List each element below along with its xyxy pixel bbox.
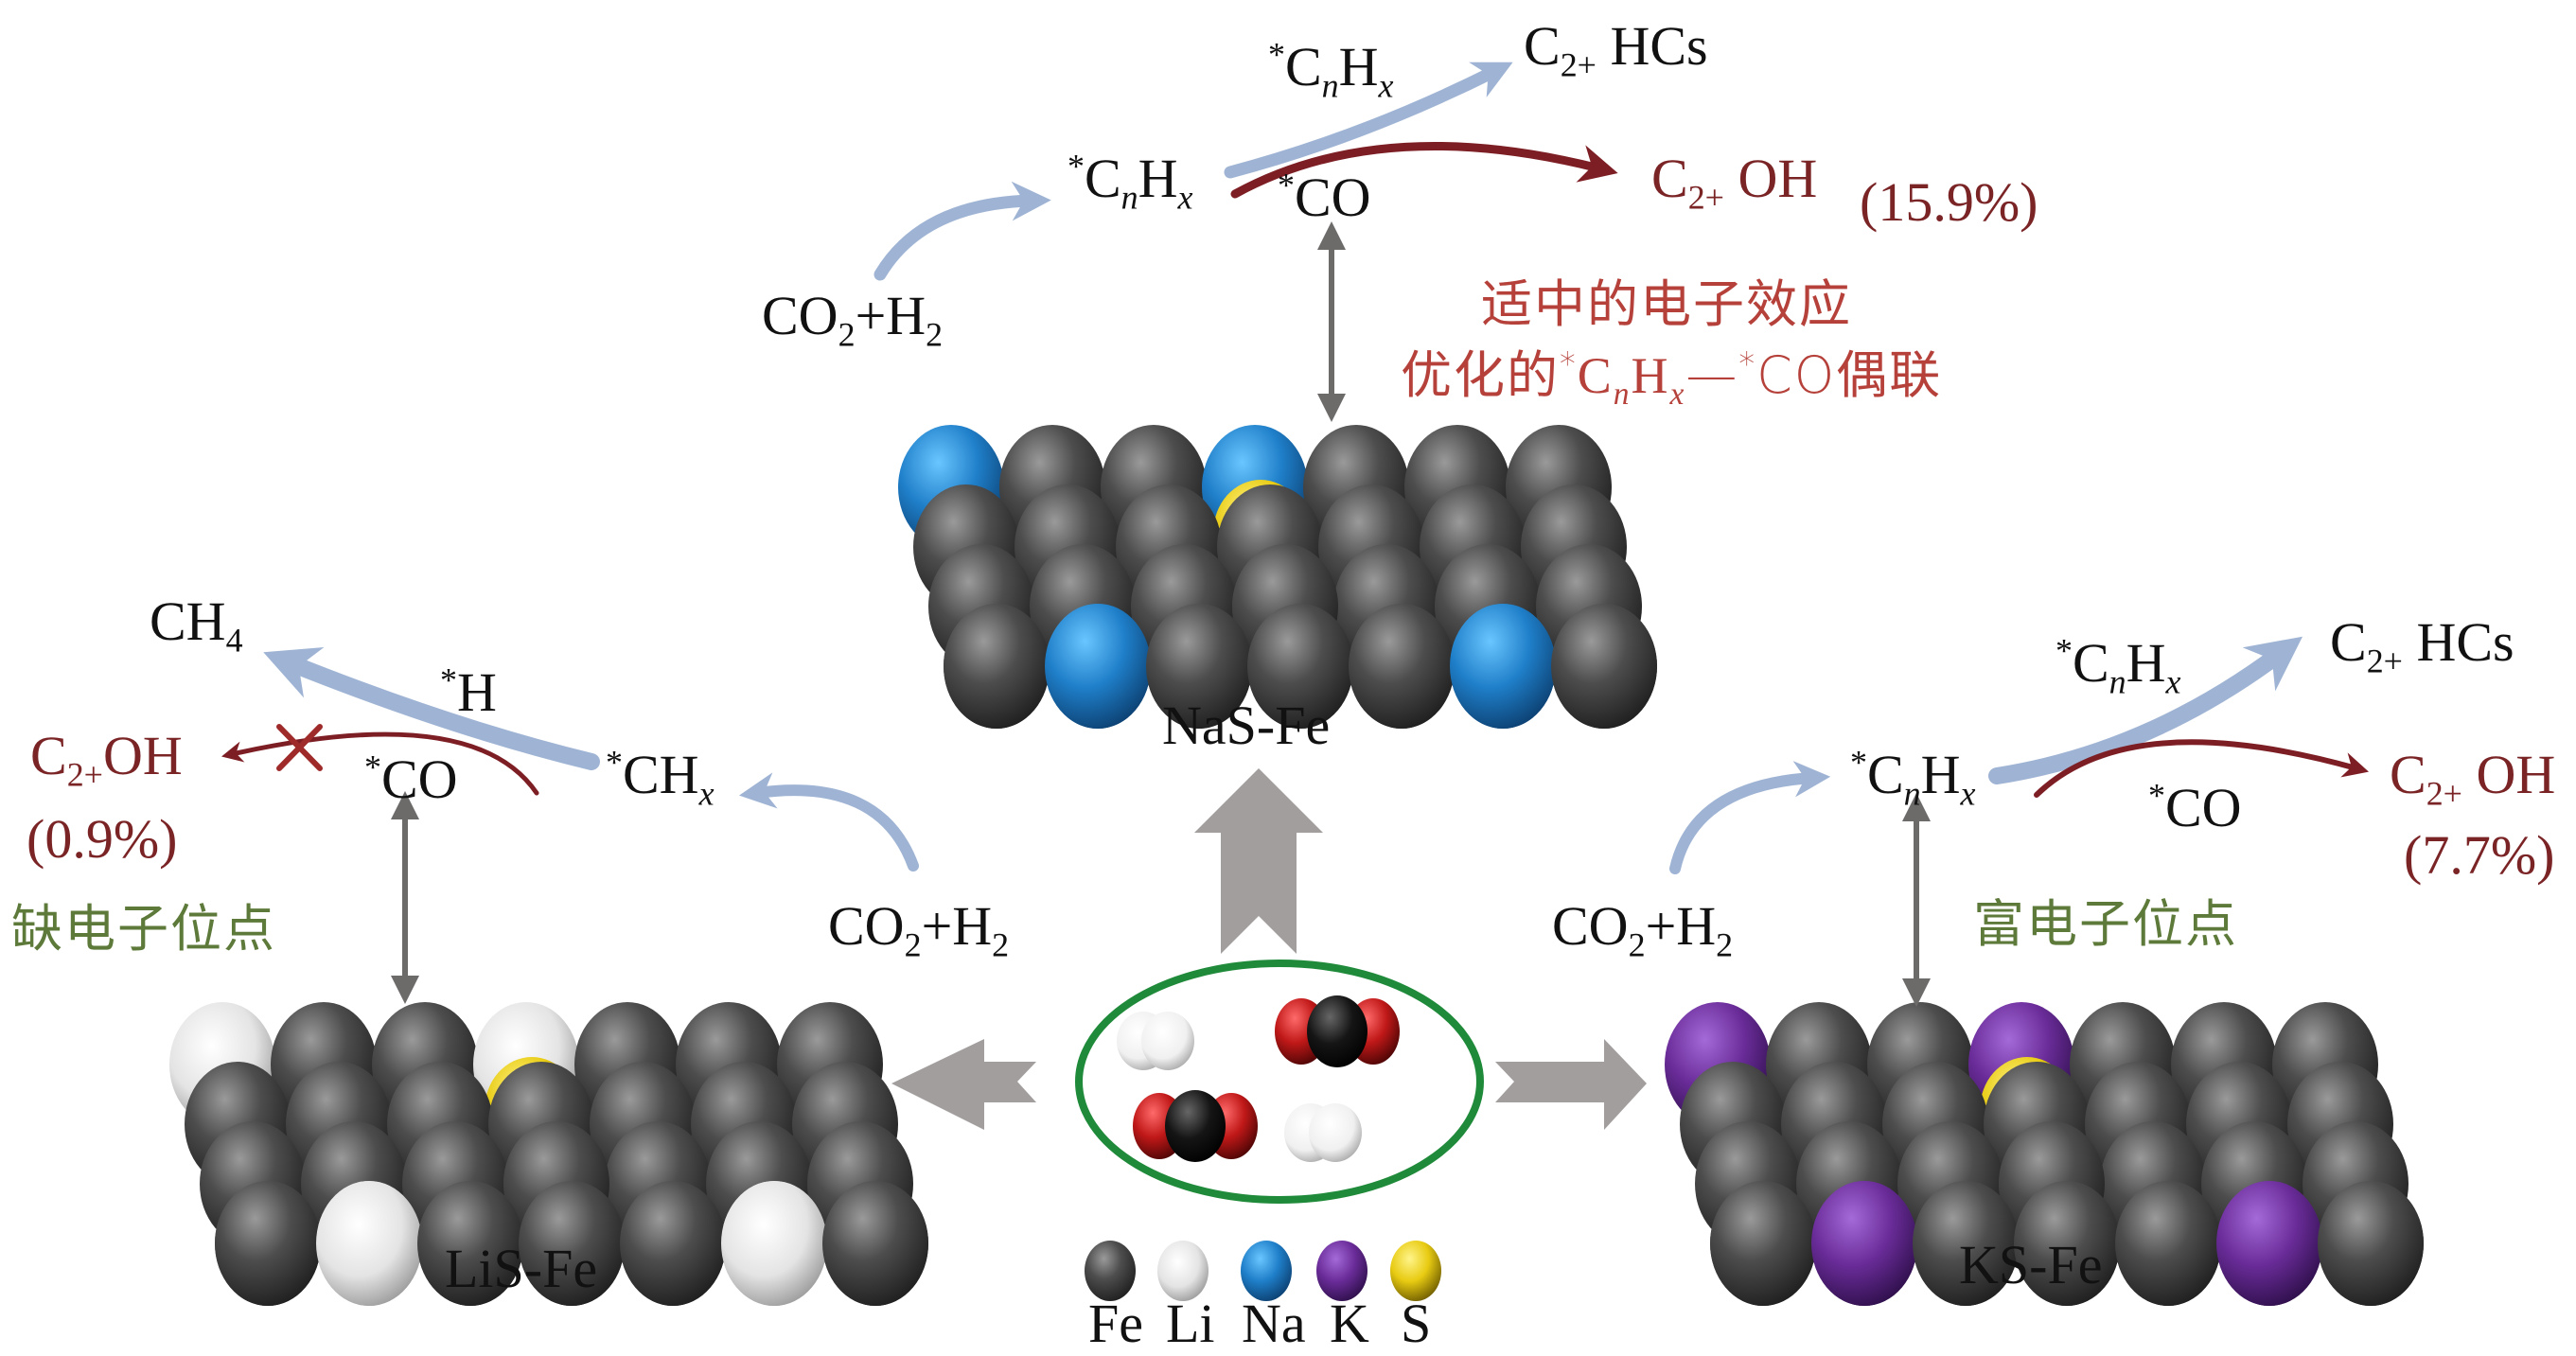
li-atom [721,1181,827,1306]
na-atom [1045,604,1151,729]
h-atom [1309,1103,1362,1162]
lis-arrow-reactant-to-chx [738,772,919,872]
block-arrow-right [1495,1039,1647,1130]
fe-atom [2115,1181,2221,1306]
lis-fe-slab [169,1002,928,1306]
fe-atom [822,1181,928,1306]
nas-arrow-to-oh [1230,142,1618,199]
fe-atom [620,1181,726,1306]
lis-product-ch4: CH4 [150,590,243,660]
element-legend [1085,1241,1441,1301]
k-atom [1811,1181,1917,1306]
ks-reactant-label: CO2+H2 [1552,895,1734,964]
h-atom [1141,1012,1194,1070]
blocked-x-icon [276,724,323,771]
legend-label-li: Li [1166,1293,1215,1354]
fe-atom [519,1181,625,1306]
k-atom [2216,1181,2322,1306]
legend-s-ball [1390,1241,1441,1301]
legend-k-ball [1316,1241,1367,1301]
nas-selectivity: (15.9%) [1860,171,2038,233]
lis-reactant-label: CO2+H2 [828,895,1010,964]
fe-atom [2318,1181,2424,1306]
nas-fe-slab [898,425,1657,729]
lis-co-label: *CO [364,748,458,810]
ks-product-hcs: C2+ HCs [2330,611,2514,680]
legend-label-na: Na [1242,1293,1306,1354]
ks-arrow-to-oh [2034,739,2370,798]
ks-arrow-reactant-to-cnhx [1669,761,1831,874]
lis-fe-label: LiS-Fe [445,1238,598,1299]
nas-note-line1: 适中的电子效应 [1481,274,1852,334]
nas-reactant-label: CO2+H2 [762,285,944,354]
legend-li-ball [1157,1241,1209,1301]
c-atom [1165,1090,1226,1162]
nas-fe-label: NaS-Fe [1162,695,1331,756]
nas-product-hcs: C2+ HCs [1524,15,1708,84]
ks-product-oh: C2+ OH [2390,744,2556,813]
lis-note: 缺电子位点 [11,899,276,959]
legend-na-ball [1241,1241,1292,1301]
lis-product-oh: C2+OH [30,725,183,794]
fe-atom [1349,604,1455,729]
ks-arrow-to-hcs [1988,636,2303,784]
ks-fe-slab [1665,1002,2424,1306]
ks-intermediate-cnhx: *CnHx [1850,743,1976,813]
nas-intermediate-cnhx: *CnHx [1067,147,1193,217]
fe-atom [417,1181,523,1306]
ks-fe-label: KS-Fe [1959,1234,2103,1295]
fe-atom [1551,604,1657,729]
lis-selectivity: (0.9%) [26,808,178,870]
ks-co-label: *CO [2148,776,2242,838]
ks-selectivity: (7.7%) [2404,824,2555,886]
lis-intermediate-chx: *CHx [606,743,715,813]
fe-atom [1146,604,1252,729]
fe-atom [1710,1181,1816,1306]
nas-upper-cnhx: *CnHx [1268,35,1394,105]
lis-h-label: *H [440,660,497,723]
fe-atom [944,604,1050,729]
fe-atom [2014,1181,2120,1306]
reactant-ellipse [1075,960,1484,1204]
ks-upper-cnhx: *CnHx [2056,631,2181,701]
nas-arrow-reactant-to-cnhx [873,181,1051,281]
block-arrow-left [891,1039,1036,1130]
lis-arrow-to-ch4 [263,646,600,770]
nas-note-line2: 优化的*CnHx—*CO偶联 [1401,345,1943,412]
ks-note: 富电子位点 [1973,894,2238,954]
fe-atom [1247,604,1353,729]
nas-arrow-to-hcs [1224,62,1513,179]
nas-co-label: *CO [1278,166,1371,228]
legend-label-k: K [1330,1293,1369,1354]
na-atom [1450,604,1556,729]
block-arrow-up [1194,768,1323,954]
nas-product-oh: C2+ OH [1651,148,1818,217]
fe-atom [1913,1181,2019,1306]
legend-fe-ball [1085,1241,1136,1301]
fe-atom [215,1181,321,1306]
legend-label-s: S [1401,1293,1432,1354]
li-atom [316,1181,422,1306]
c-atom [1307,995,1367,1067]
reactant-molecules [1117,995,1400,1162]
legend-label-fe: Fe [1088,1293,1143,1354]
